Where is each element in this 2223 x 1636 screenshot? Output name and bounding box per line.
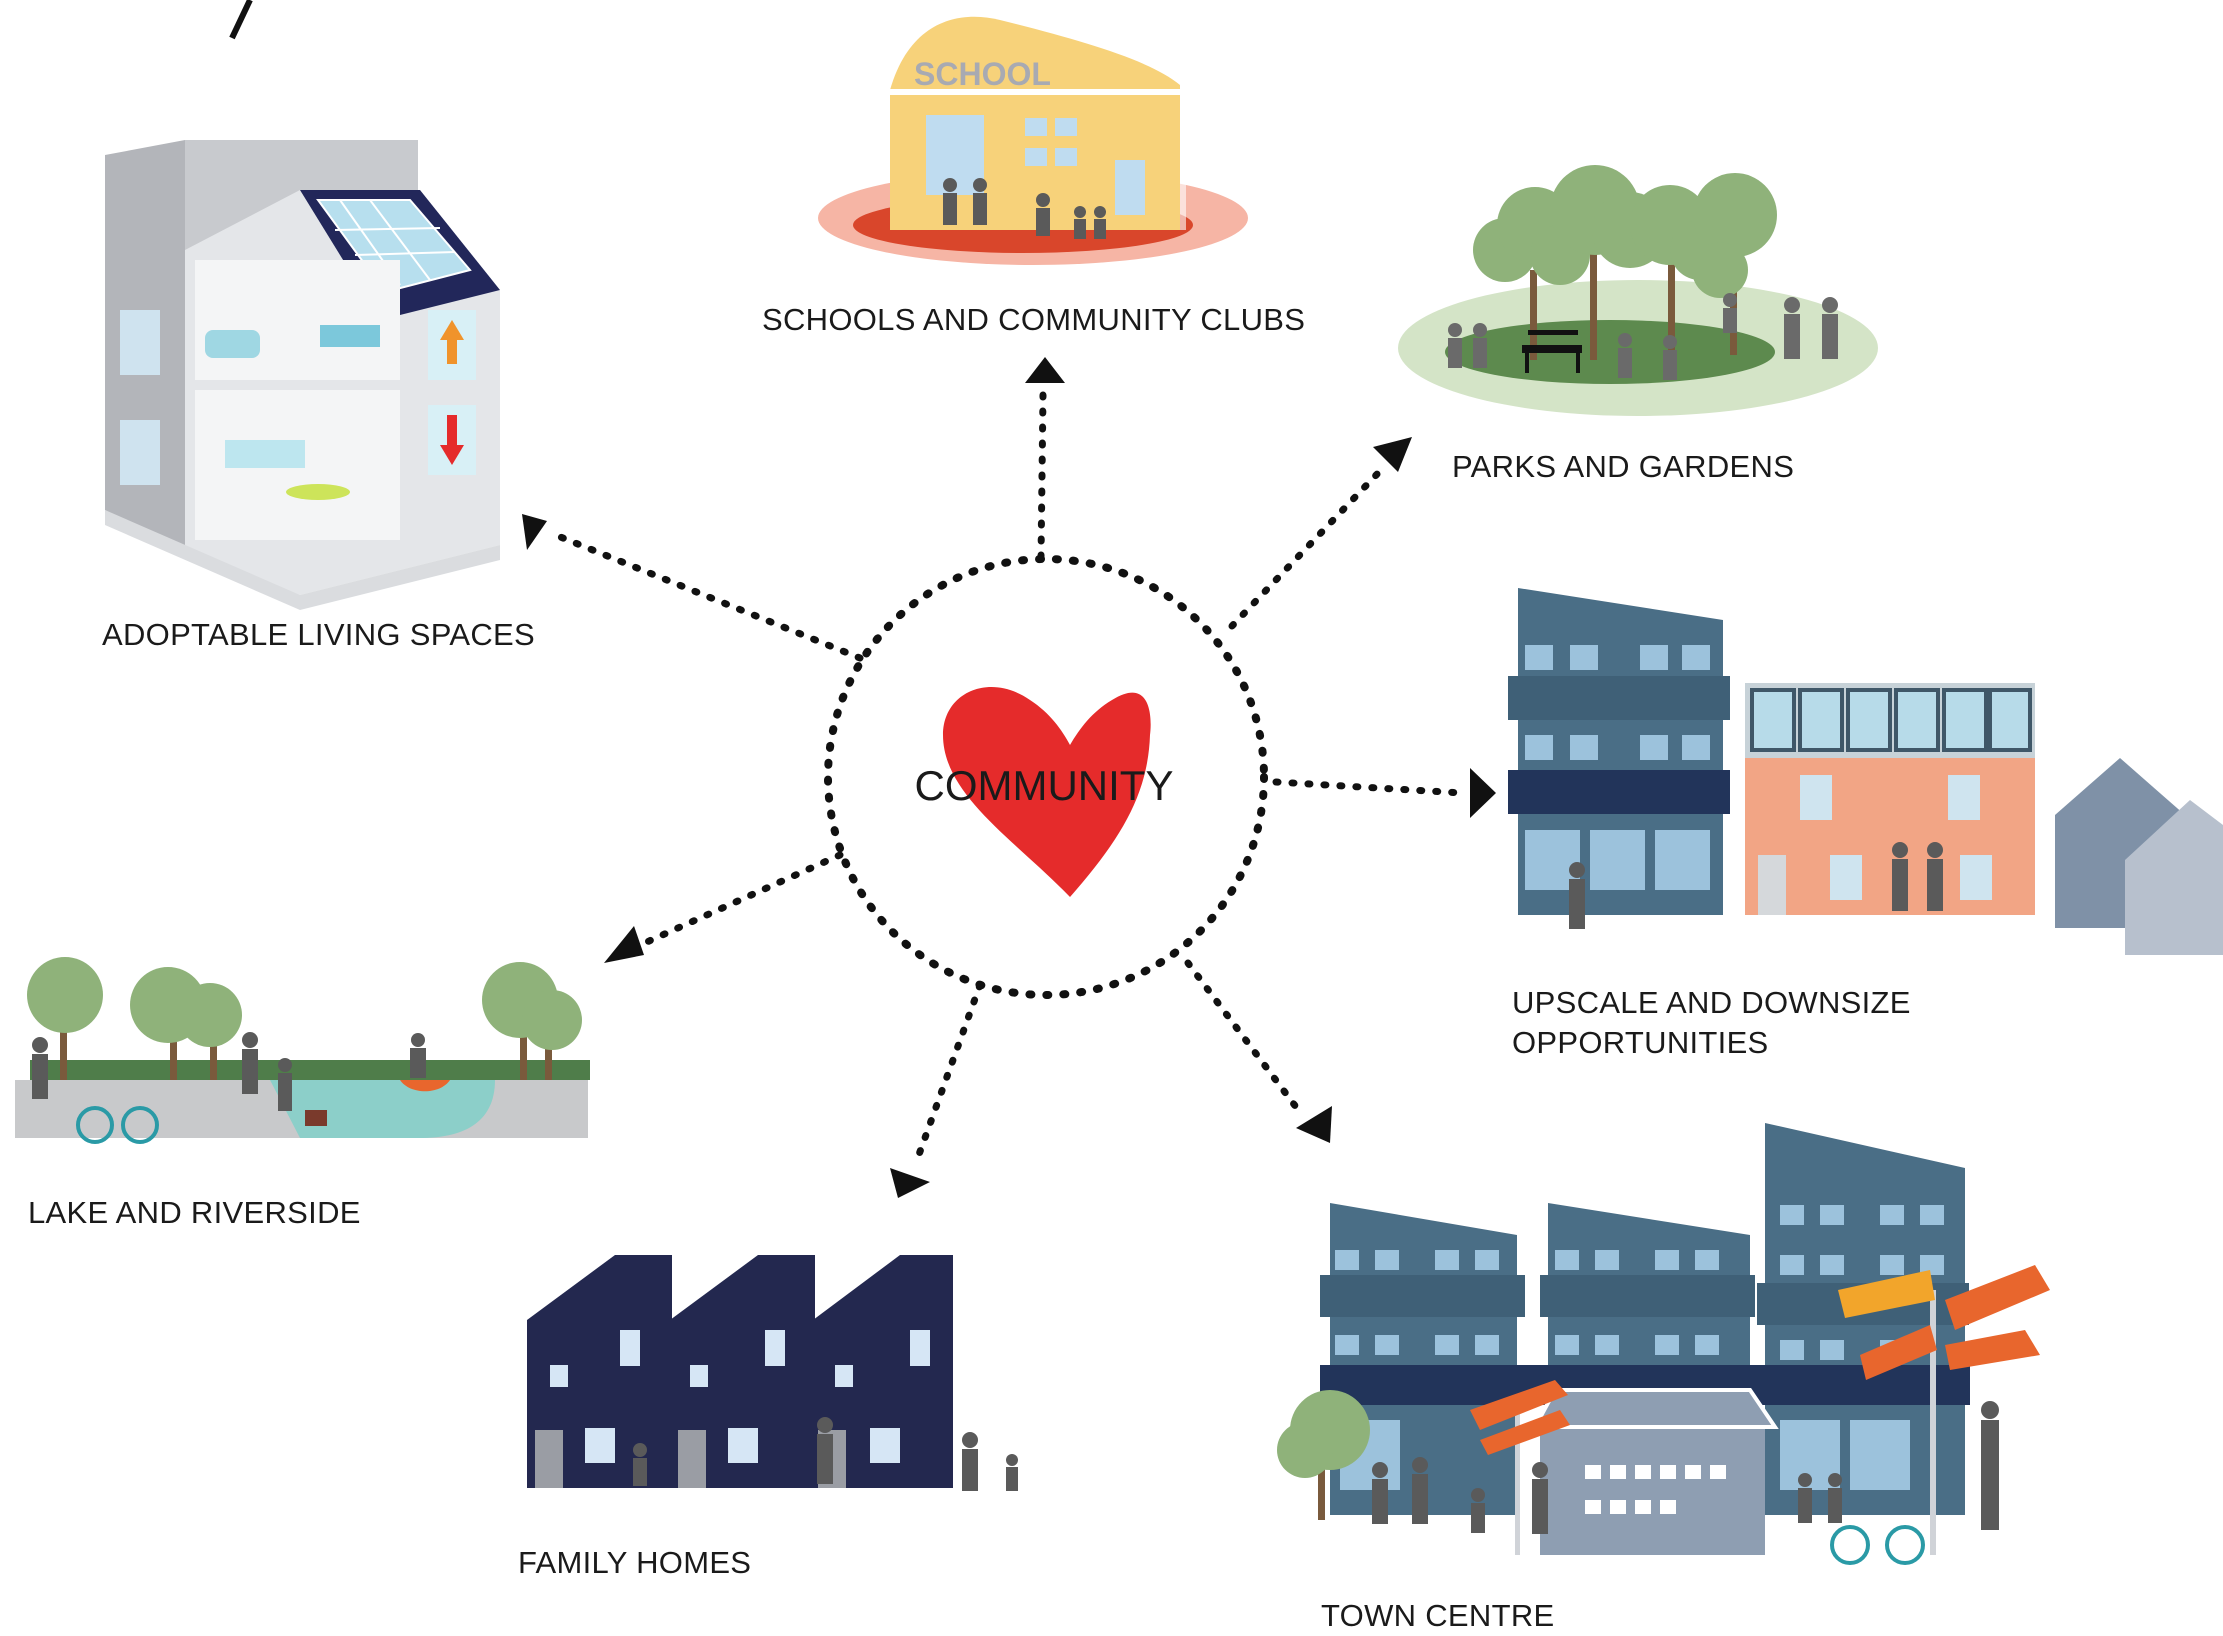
arrowhead-adoptable	[522, 514, 547, 550]
arrowhead-family	[890, 1168, 930, 1198]
arrowhead-parks	[1373, 437, 1412, 472]
parks-illustration	[1398, 165, 1878, 416]
label-schools-and-community-clubs: SCHOOLS AND COMMUNITY CLUBS	[762, 302, 1305, 337]
arrowhead-upscale	[1470, 768, 1496, 818]
label-family-homes: FAMILY HOMES	[518, 1545, 751, 1580]
school-sign-text: SCHOOL	[914, 56, 1051, 92]
adoptable-house-illustration	[105, 140, 500, 610]
community-label: COMMUNITY	[915, 762, 1174, 809]
community-circle	[824, 555, 1268, 999]
label-upscale-line2: OPPORTUNITIES	[1512, 1025, 1769, 1060]
arrow-to-family	[913, 981, 984, 1164]
label-parks-and-gardens: PARKS AND GARDENS	[1452, 449, 1794, 484]
upscale-downsize-illustration	[1508, 588, 2223, 955]
arrow-to-schools	[1037, 391, 1047, 561]
corner-stroke	[229, 0, 253, 40]
heart-icon	[943, 687, 1151, 897]
school-illustration	[818, 16, 1248, 265]
label-upscale-line1: UPSCALE AND DOWNSIZE	[1512, 985, 1911, 1020]
arrow-to-adoptable	[549, 530, 864, 662]
dotted-arrows	[549, 391, 1467, 1164]
arrowhead-town	[1296, 1106, 1332, 1143]
arrowhead-lake	[604, 926, 644, 963]
label-lake-and-riverside: LAKE AND RIVERSIDE	[28, 1195, 361, 1230]
arrow-to-parks	[1228, 467, 1384, 630]
family-homes-illustration	[527, 1255, 1018, 1491]
lake-riverside-illustration	[15, 957, 590, 1144]
arrow-to-town	[1184, 959, 1306, 1119]
label-town-centre: TOWN CENTRE	[1321, 1598, 1555, 1631]
arrow-heads	[522, 357, 1496, 1198]
town-centre-illustration	[1277, 1123, 2050, 1565]
arrow-to-lake	[634, 851, 844, 950]
arrow-to-upscale	[1272, 778, 1467, 797]
label-adoptable-living-spaces: ADOPTABLE LIVING SPACES	[102, 617, 535, 652]
arrowhead-schools	[1025, 357, 1065, 383]
